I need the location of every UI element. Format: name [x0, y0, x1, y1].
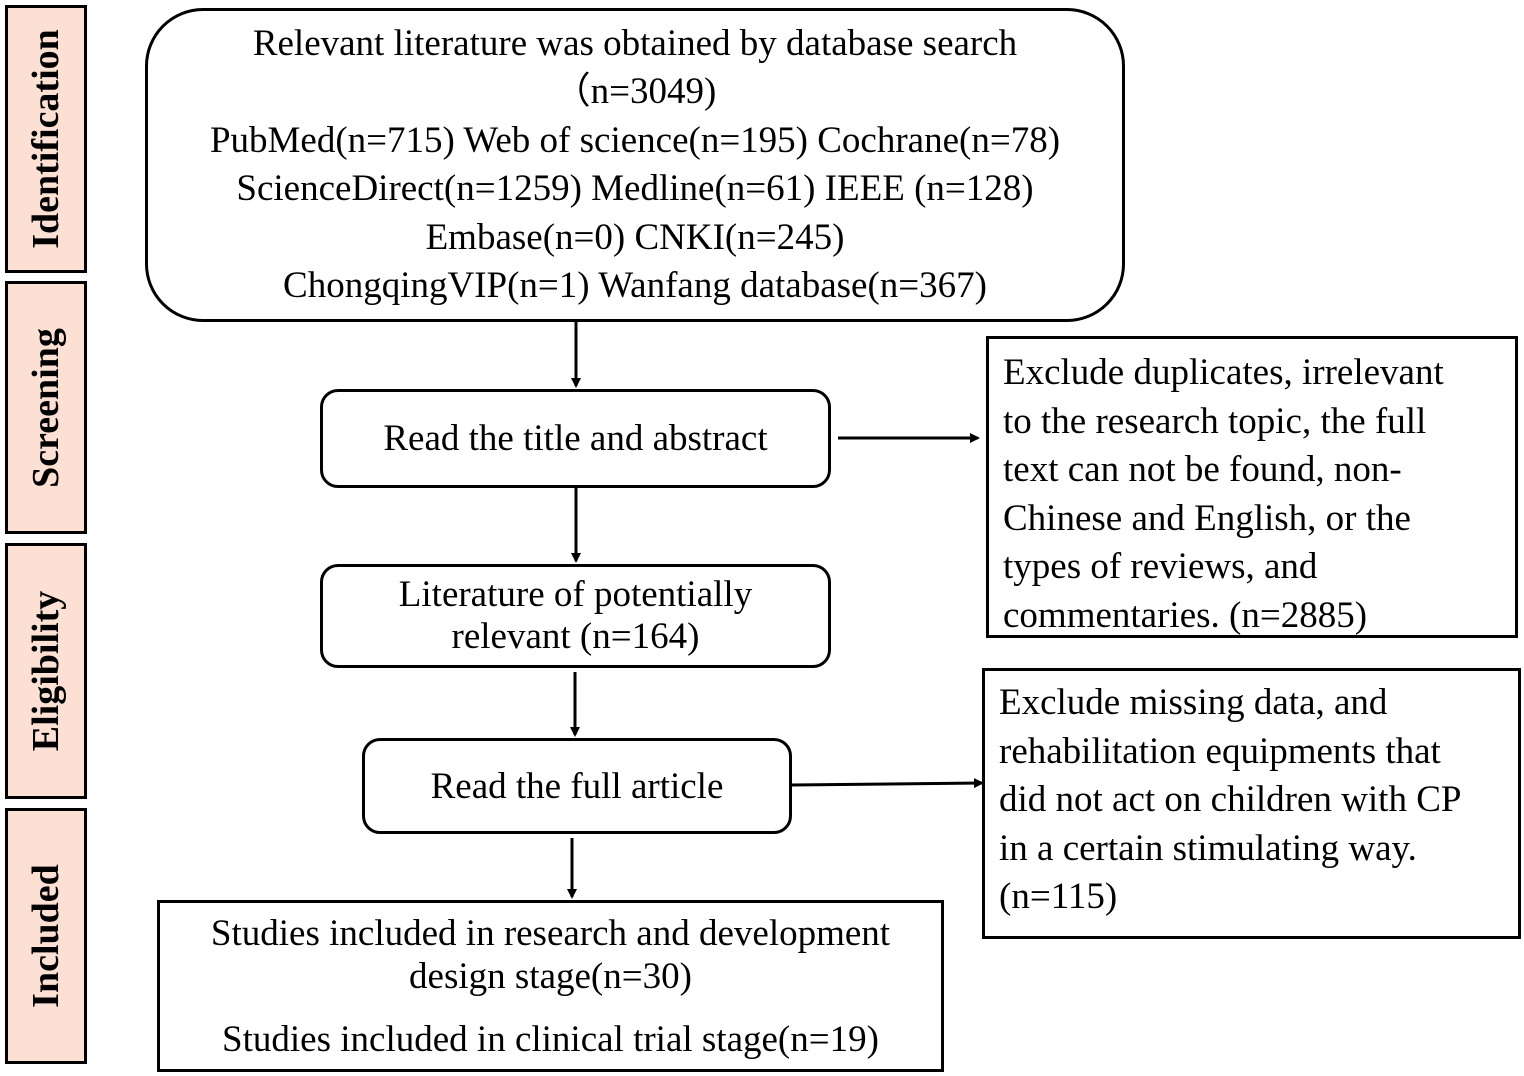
stage-label-included: Included: [5, 808, 87, 1064]
database-search-box: Relevant literature was obtained by data…: [145, 8, 1125, 322]
potentially-relevant-line-1: Literature of potentially: [398, 574, 753, 615]
exclusion-2-line-1: Exclude missing data, and: [999, 682, 1388, 723]
exclusion-2-line-2: rehabilitation equipments that: [999, 730, 1441, 772]
title-abstract-text: Read the title and abstract: [383, 418, 768, 459]
exclusion-box-screening: Exclude duplicates, irrelevant to the re…: [986, 336, 1518, 638]
exclusion-1-line-1: Exclude duplicates, irrelevant: [1003, 352, 1444, 393]
exclusion-2-line-4: in a certain stimulating way.: [999, 827, 1417, 869]
stage-text-eligibility: Eligibility: [25, 590, 68, 752]
exclusion-box-eligibility: Exclude missing data, and rehabilitation…: [982, 668, 1521, 939]
stage-text-screening: Screening: [25, 327, 67, 488]
exclusion-1-line-3: text can not be found, non-: [1003, 449, 1402, 490]
included-line-3: Studies included in clinical trial stage…: [222, 1018, 879, 1060]
stage-label-identification: Identification: [5, 5, 87, 273]
full-article-text: Read the full article: [430, 765, 724, 807]
potentially-relevant-box: Literature of potentially relevant (n=16…: [320, 564, 831, 668]
included-line-2: design stage(n=30): [409, 955, 692, 997]
included-line-1: Studies included in research and develop…: [210, 912, 891, 954]
search-box-line-5: Embase(n=0) CNKI(n=245): [425, 216, 845, 258]
exclusion-2-line-3: did not act on children with CP: [999, 779, 1462, 820]
search-box-line-4: ScienceDirect(n=1259) Medline(n=61) IEEE…: [236, 168, 1034, 209]
arrow-full-to-exclusion: [791, 778, 984, 789]
search-box-line-2: （n=3049): [553, 71, 717, 112]
included-studies-box: Studies included in research and develop…: [157, 900, 944, 1072]
search-box-line-3: PubMed(n=715) Web of science(n=195) Coch…: [209, 119, 1061, 161]
full-article-box: Read the full article: [362, 738, 792, 834]
exclusion-1-line-5: types of reviews, and: [1003, 546, 1318, 587]
stage-text-identification: Identification: [25, 29, 67, 249]
exclusion-2-line-5: (n=115): [999, 876, 1118, 917]
stage-label-eligibility: Eligibility: [5, 543, 87, 799]
stage-label-screening: Screening: [5, 281, 87, 534]
potentially-relevant-line-2: relevant (n=164): [451, 616, 700, 657]
search-box-line-1: Relevant literature was obtained by data…: [252, 22, 1018, 64]
stage-text-included: Included: [25, 864, 67, 1008]
title-abstract-box: Read the title and abstract: [320, 389, 831, 488]
search-box-line-6: ChongqingVIP(n=1) Wanfang database(n=367…: [283, 265, 987, 306]
exclusion-1-line-2: to the research topic, the full: [1003, 400, 1427, 442]
exclusion-1-line-4: Chinese and English, or the: [1003, 497, 1411, 539]
exclusion-1-line-6: commentaries. (n=2885): [1003, 594, 1368, 636]
